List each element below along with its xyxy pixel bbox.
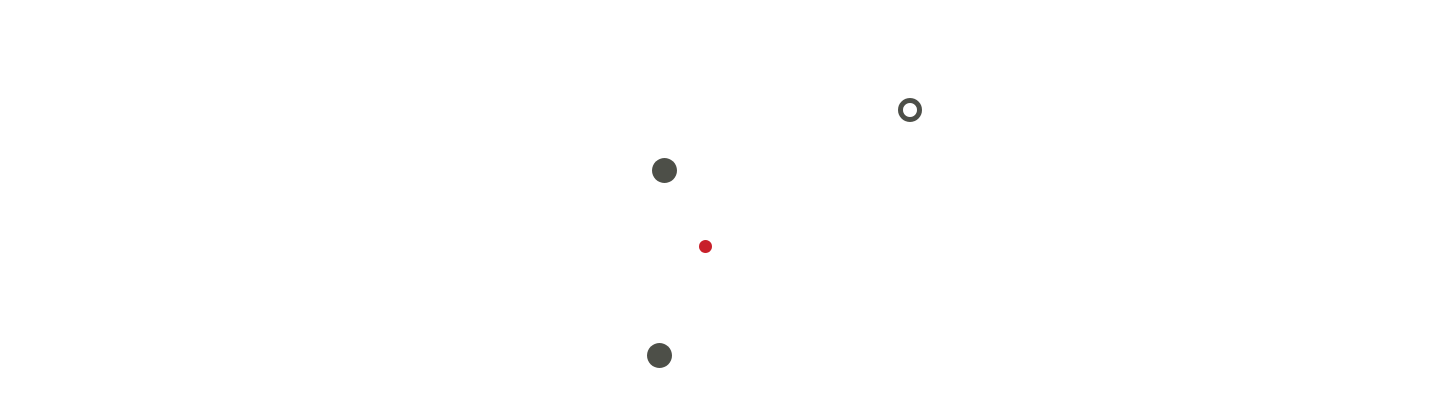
lower-dot-icon (647, 343, 672, 368)
upper-dot-icon (652, 158, 677, 183)
ring-marker-icon (898, 98, 922, 122)
accent-dot-icon (699, 240, 712, 253)
